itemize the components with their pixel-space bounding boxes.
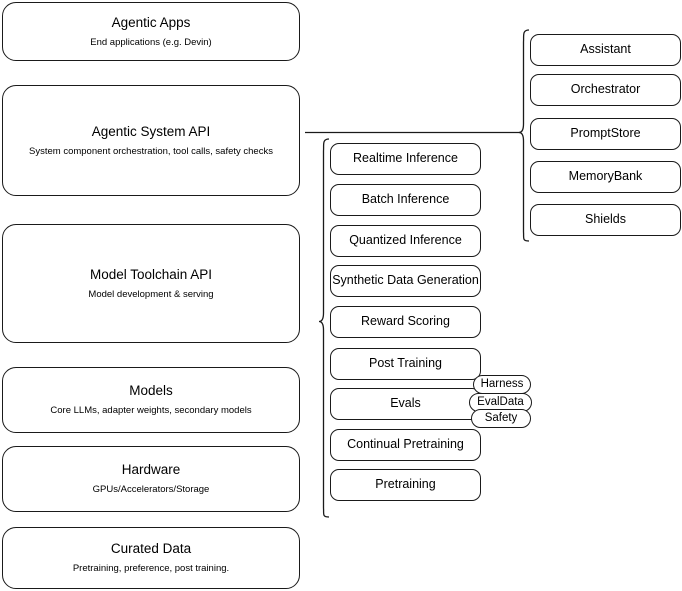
node-reward-scoring[interactable]: Reward Scoring xyxy=(330,306,481,338)
layer-agentic-system-api[interactable]: Agentic System API System component orch… xyxy=(2,85,300,196)
layer-models[interactable]: Models Core LLMs, adapter weights, secon… xyxy=(2,367,300,433)
layer-subtitle: GPUs/Accelerators/Storage xyxy=(92,484,210,495)
layer-subtitle: Pretraining, preference, post training. xyxy=(72,563,230,574)
node-promptstore[interactable]: PromptStore xyxy=(530,118,681,150)
layer-title: Model Toolchain API xyxy=(89,266,213,282)
node-memorybank[interactable]: MemoryBank xyxy=(530,161,681,193)
layer-hardware[interactable]: Hardware GPUs/Accelerators/Storage xyxy=(2,446,300,512)
node-realtime-inference[interactable]: Realtime Inference xyxy=(330,143,481,175)
node-batch-inference[interactable]: Batch Inference xyxy=(330,184,481,216)
layer-title: Agentic System API xyxy=(91,123,211,139)
node-assistant[interactable]: Assistant xyxy=(530,34,681,66)
layer-curated-data[interactable]: Curated Data Pretraining, preference, po… xyxy=(2,527,300,589)
layer-title: Agentic Apps xyxy=(111,14,191,30)
node-quantized-inference[interactable]: Quantized Inference xyxy=(330,225,481,257)
node-post-training[interactable]: Post Training xyxy=(330,348,481,380)
layer-subtitle: Core LLMs, adapter weights, secondary mo… xyxy=(50,405,252,416)
brace-system-components xyxy=(518,29,530,242)
layer-subtitle: End applications (e.g. Devin) xyxy=(90,36,212,48)
layer-subtitle: System component orchestration, tool cal… xyxy=(29,145,273,157)
chip-harness[interactable]: Harness xyxy=(473,375,531,394)
layer-agentic-apps[interactable]: Agentic Apps End applications (e.g. Devi… xyxy=(2,2,300,61)
node-evals[interactable]: Evals xyxy=(330,388,481,420)
node-continual-pretraining[interactable]: Continual Pretraining xyxy=(330,429,481,461)
node-shields[interactable]: Shields xyxy=(530,204,681,236)
layer-model-toolchain-api[interactable]: Model Toolchain API Model development & … xyxy=(2,224,300,343)
layer-title: Hardware xyxy=(121,462,181,478)
layer-subtitle: Model development & serving xyxy=(88,288,214,300)
node-orchestrator[interactable]: Orchestrator xyxy=(530,74,681,106)
node-synthetic-data-generation[interactable]: Synthetic Data Generation xyxy=(330,265,481,297)
brace-toolchain-capabilities xyxy=(318,138,330,518)
layer-title: Models xyxy=(129,383,173,399)
layer-title: Curated Data xyxy=(110,541,192,557)
chip-safety[interactable]: Safety xyxy=(471,409,531,428)
node-pretraining[interactable]: Pretraining xyxy=(330,469,481,501)
